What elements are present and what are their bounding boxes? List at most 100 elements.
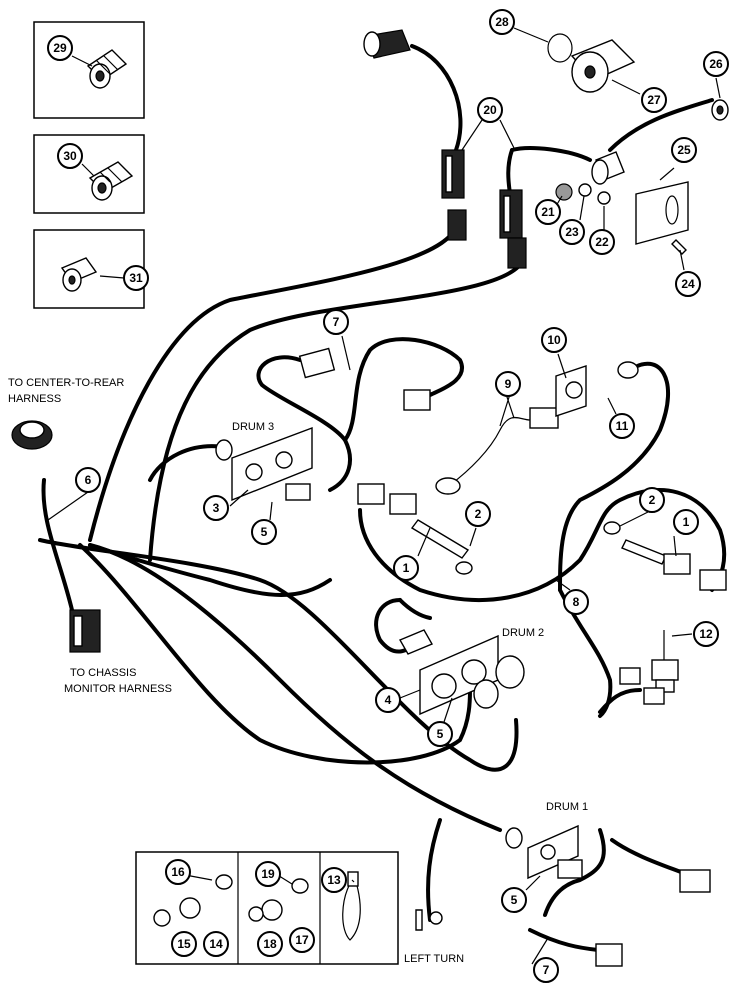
callout-10: 10 — [541, 327, 567, 353]
callouts: 29 30 31 28 27 26 20 25 21 23 22 24 7 10… — [47, 9, 729, 983]
svg-text:24: 24 — [681, 277, 695, 291]
callout-5-drum3: 5 — [251, 519, 277, 545]
callout-30: 30 — [57, 143, 83, 169]
drum-lamp-9-10-11 — [435, 361, 639, 495]
label-chassis-line2: MONITOR HARNESS — [64, 683, 172, 695]
svg-text:29: 29 — [53, 41, 67, 55]
callout-2-center: 2 — [465, 501, 491, 527]
svg-text:4: 4 — [385, 693, 392, 707]
callout-29: 29 — [47, 35, 73, 61]
callout-7-top: 7 — [323, 309, 349, 335]
svg-text:28: 28 — [495, 15, 509, 29]
callout-11: 11 — [609, 413, 635, 439]
callout-7-bottom: 7 — [533, 957, 559, 983]
callout-4-drum2: 4 — [375, 687, 401, 713]
label-center-rear-line1: TO CENTER-TO-REAR — [8, 377, 124, 389]
svg-text:25: 25 — [677, 143, 691, 157]
callout-20: 20 — [477, 97, 503, 123]
callout-15: 15 — [171, 931, 197, 957]
callout-24: 24 — [675, 271, 701, 297]
svg-text:22: 22 — [595, 235, 609, 249]
label-drum1: DRUM 1 — [546, 801, 588, 813]
callout-16: 16 — [165, 859, 191, 885]
svg-text:13: 13 — [327, 873, 341, 887]
svg-text:6: 6 — [85, 473, 92, 487]
svg-text:5: 5 — [261, 525, 268, 539]
callout-3-drum3: 3 — [203, 495, 229, 521]
svg-text:5: 5 — [511, 893, 518, 907]
callout-25: 25 — [671, 137, 697, 163]
label-left-turn: LEFT TURN — [404, 953, 464, 965]
bracket-25 — [591, 151, 689, 245]
svg-text:7: 7 — [543, 963, 550, 977]
callout-17: 17 — [289, 927, 315, 953]
svg-text:14: 14 — [209, 937, 223, 951]
callout-12: 12 — [693, 621, 719, 647]
svg-text:15: 15 — [177, 937, 191, 951]
callout-19: 19 — [255, 861, 281, 887]
connectors-center — [298, 347, 473, 575]
callout-5-drum1: 5 — [501, 887, 527, 913]
svg-text:23: 23 — [565, 225, 579, 239]
callout-14: 14 — [203, 931, 229, 957]
svg-text:26: 26 — [709, 57, 723, 71]
callout-23: 23 — [559, 219, 585, 245]
callout-5-drum2: 5 — [427, 721, 453, 747]
callout-1-center: 1 — [393, 555, 419, 581]
svg-text:8: 8 — [573, 595, 580, 609]
svg-text:1: 1 — [403, 561, 410, 575]
inset-box-29 — [33, 21, 145, 119]
callout-18: 18 — [257, 931, 283, 957]
svg-text:17: 17 — [295, 933, 309, 947]
svg-text:7: 7 — [333, 315, 340, 329]
callout-21: 21 — [535, 199, 561, 225]
callout-8: 8 — [563, 589, 589, 615]
drum2-bracket — [398, 629, 525, 716]
svg-text:20: 20 — [483, 103, 497, 117]
sensor-26-27-28 — [547, 33, 729, 121]
switch-12 — [619, 630, 679, 705]
callout-6: 6 — [75, 467, 101, 493]
svg-text:2: 2 — [475, 507, 482, 521]
right-connectors-1-2 — [603, 521, 727, 591]
inset-box-30 — [33, 134, 145, 214]
svg-text:11: 11 — [616, 419, 629, 433]
callout-1-right: 1 — [673, 509, 699, 535]
drum3-bracket — [215, 426, 313, 502]
connector-20-right — [499, 189, 527, 269]
svg-text:16: 16 — [171, 865, 185, 879]
svg-text:30: 30 — [63, 149, 77, 163]
svg-text:1: 1 — [683, 515, 690, 529]
svg-text:10: 10 — [547, 333, 561, 347]
connector-20-left — [441, 149, 467, 241]
drum1-bracket — [415, 824, 711, 967]
svg-text:27: 27 — [647, 93, 661, 107]
label-chassis-line1: TO CHASSIS — [70, 667, 136, 679]
svg-text:3: 3 — [213, 501, 220, 515]
text-labels: TO CENTER-TO-REAR HARNESS TO CHASSIS MON… — [8, 377, 588, 965]
label-drum3: DRUM 3 — [232, 421, 274, 433]
svg-text:12: 12 — [699, 627, 713, 641]
callout-26: 26 — [703, 51, 729, 77]
svg-text:31: 31 — [129, 271, 143, 285]
svg-text:9: 9 — [505, 377, 512, 391]
callout-28: 28 — [489, 9, 515, 35]
callout-27: 27 — [641, 87, 667, 113]
harness-wires — [38, 44, 727, 952]
callout-31: 31 — [123, 265, 149, 291]
callout-2-right: 2 — [639, 487, 665, 513]
svg-text:18: 18 — [263, 937, 277, 951]
main-connector-left — [11, 420, 101, 653]
label-center-rear-line2: HARNESS — [8, 393, 61, 405]
label-drum2: DRUM 2 — [502, 627, 544, 639]
connector-top — [363, 29, 411, 59]
svg-text:2: 2 — [649, 493, 656, 507]
svg-text:5: 5 — [437, 727, 444, 741]
svg-text:19: 19 — [261, 867, 275, 881]
nuts-21-22-23 — [555, 183, 687, 255]
callout-9: 9 — [495, 371, 521, 397]
callout-13: 13 — [321, 867, 347, 893]
callout-22: 22 — [589, 229, 615, 255]
svg-text:21: 21 — [541, 205, 555, 219]
